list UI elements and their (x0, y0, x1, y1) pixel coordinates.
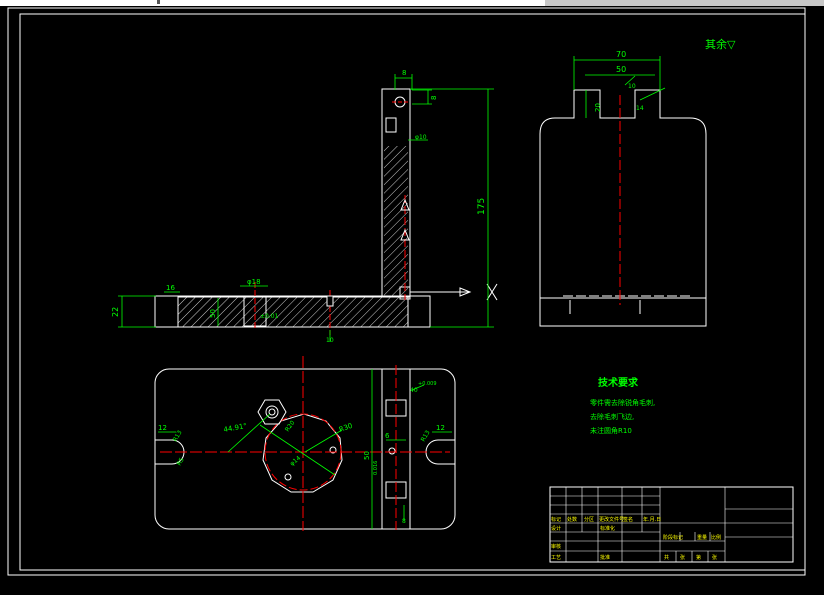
tb-approve: 批准 (600, 554, 610, 561)
dim-top-6: 6 (385, 432, 390, 440)
inner-frame (19, 13, 806, 571)
dim-top-40: 40 (410, 387, 418, 394)
dim-side-width-50: 50 (616, 65, 626, 74)
dim-top-12-left: 12 (158, 424, 167, 432)
side-view[interactable]: 70 50 20 10 14 (539, 50, 707, 327)
tb-date: 年.月.日 (643, 516, 661, 523)
tb-weight: 重量 (697, 534, 707, 541)
tb-process: 工艺 (551, 555, 561, 561)
drawing-canvas[interactable]: 8 8 175 φ10 22 16 50 φ18 ±0.01 10 70 50 … (0, 6, 824, 591)
tech-line-3: 未注圆角R10 (590, 426, 632, 435)
tb-count: 处数 (567, 516, 577, 523)
dim-side-width-70: 70 (616, 50, 626, 59)
front-base-section (177, 296, 409, 328)
tb-sheet-unit-2: 张 (712, 554, 717, 561)
dim-top-phi: φ14 (289, 455, 303, 468)
dim-front-base-height: 22 (111, 307, 120, 317)
dim-top-12-right: 12 (436, 424, 445, 432)
front-counterbore (385, 117, 397, 133)
window-top-marker (157, 0, 160, 4)
tb-zone: 分区 (584, 516, 594, 523)
tech-line-1: 零件需去除锐角毛刺, (590, 398, 655, 407)
dim-front-base-16: 16 (166, 284, 175, 292)
dim-front-hole-18: φ18 (247, 278, 261, 286)
dim-top-angle: 44.91° (223, 422, 248, 434)
dim-front-hole: φ10 (415, 134, 427, 141)
tb-sheet-total: 共 (664, 554, 669, 561)
dim-front-base-50: 50 (209, 309, 217, 318)
tb-sign: 签名 (623, 516, 633, 523)
tb-sheet-no: 第 (696, 554, 701, 561)
dim-top-tol-016: 0.016 (373, 461, 379, 475)
title-block[interactable]: 标记 处数 分区 更改文件号 签名 年.月.日 设计 标准化 审核 工艺 批准 … (549, 486, 794, 563)
dim-front-side: 8 (430, 96, 438, 100)
window-top-edge (545, 0, 824, 6)
front-arm-section (384, 146, 408, 296)
tb-sheet-unit-1: 张 (680, 554, 685, 561)
surface-roughness-mark: 其余▽ (705, 37, 736, 51)
dim-front-top: 8 (402, 69, 406, 77)
tb-standardization: 标准化 (600, 525, 615, 532)
dim-top-50: 50 (363, 451, 371, 460)
tech-line-2: 去除毛刺飞边, (590, 412, 634, 421)
tb-mark: 标记 (551, 516, 561, 523)
tb-ratio: 比例 (711, 534, 721, 541)
front-arm-outline (381, 88, 411, 298)
dim-top-r13-right: R13 (420, 429, 432, 443)
dim-front-bottom: 10 (326, 337, 334, 344)
dim-top-r5: R5 (176, 456, 186, 467)
dim-front-height: 175 (477, 198, 487, 215)
front-view[interactable]: 8 8 175 φ10 22 16 50 φ18 ±0.01 10 (111, 69, 498, 344)
tb-change-doc: 更改文件号 (599, 516, 624, 523)
top-outline (154, 368, 456, 530)
dim-side-20: 20 (594, 103, 602, 112)
dim-top-tol-009: +0.009 (418, 381, 437, 387)
dim-front-tolerance: ±0.01 (260, 313, 279, 320)
tech-title: 技术要求 (598, 376, 639, 389)
technical-requirements: 技术要求 零件需去除锐角毛刺, 去除毛刺飞边, 未注圆角R10 (590, 376, 655, 435)
dim-side-r10: 10 (628, 83, 636, 90)
tb-design: 设计 (551, 525, 561, 532)
window-top-strip (0, 0, 824, 6)
side-outline (539, 89, 707, 327)
dim-top-r13: R13 (172, 429, 184, 443)
cad-drawing[interactable]: 8 8 175 φ10 22 16 50 φ18 ±0.01 10 70 50 … (0, 6, 824, 591)
dim-side-14: 14 (636, 105, 644, 112)
top-view[interactable]: 44.91° R30 R13 R13 R5 R20 φ14 12 12 50 6… (154, 356, 456, 531)
tb-stage: 阶段标记 (663, 534, 683, 541)
dim-top-r30: R30 (338, 422, 354, 434)
dim-top-r20: R20 (284, 419, 297, 433)
tb-review: 审核 (551, 543, 561, 550)
dim-top-8: 8 (402, 518, 406, 525)
